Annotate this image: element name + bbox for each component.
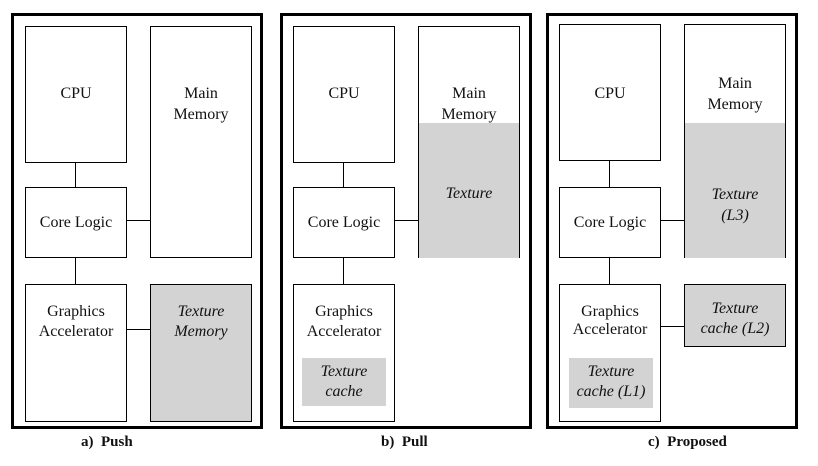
main-memory-box: Main Memory Texture (418, 26, 520, 258)
graphics-accelerator-box: Graphics Accelerator (25, 284, 127, 422)
panel-proposed: CPU Main Memory Texture (L3) Core Logic … (546, 13, 798, 429)
core-logic-label: Core Logic (573, 214, 647, 231)
cpu-core-connector (75, 163, 76, 187)
texture-region: Texture (419, 123, 519, 258)
graphics-label-1: Graphics (581, 303, 639, 320)
texture-cache-l1-label-2: cache (L1) (576, 383, 646, 400)
graphics-l2-connector (661, 326, 684, 327)
cpu-label: CPU (60, 85, 92, 102)
texture-label: Texture (445, 185, 493, 202)
core-logic-box: Core Logic (293, 187, 395, 258)
cpu-label: CPU (328, 85, 360, 102)
core-graphics-connector (75, 258, 76, 284)
texture-cache-l2-box: Texture cache (L2) (684, 284, 786, 347)
graphics-accelerator-box: Graphics Accelerator Texture cache (L1) (559, 284, 661, 422)
main-memory-label-1: Main (184, 85, 218, 102)
main-memory-label-2: Memory (441, 106, 497, 123)
texture-cache-box: Texture cache (302, 358, 386, 406)
texture-cache-l1-label-1: Texture (587, 363, 635, 380)
core-logic-label: Core Logic (307, 214, 381, 231)
core-graphics-connector (609, 258, 610, 284)
graphics-label-1: Graphics (315, 303, 373, 320)
main-memory-label-2: Memory (707, 96, 763, 113)
core-graphics-connector (343, 258, 344, 284)
caption-push: a) Push (81, 434, 133, 450)
texture-l3-label-2: (L3) (721, 207, 749, 224)
graphics-label-2: Accelerator (306, 323, 382, 340)
texture-cache-l2-label-2: cache (L2) (700, 320, 770, 337)
cpu-core-connector (609, 161, 610, 187)
texture-memory-label-2: Memory (174, 323, 228, 340)
panel-push: CPU Main Memory Core Logic Graphics Acce… (11, 13, 263, 429)
main-memory-box: Main Memory Texture (L3) (684, 24, 786, 258)
core-memory-connector (395, 220, 418, 221)
graphics-label-2: Accelerator (572, 321, 648, 338)
core-memory-connector (127, 220, 150, 221)
core-memory-connector (661, 220, 684, 221)
panel-pull: CPU Main Memory Texture Core Logic Graph… (280, 13, 532, 429)
caption-pull: b) Pull (381, 434, 428, 450)
cpu-core-connector (343, 163, 344, 187)
main-memory-label-2: Memory (173, 106, 229, 123)
cpu-box: CPU (559, 24, 661, 161)
texture-cache-label-1: Texture (320, 363, 368, 380)
core-logic-label: Core Logic (39, 214, 113, 231)
graphics-accelerator-box: Graphics Accelerator Texture cache (293, 284, 395, 422)
core-logic-box: Core Logic (559, 187, 661, 258)
texture-l3-region: Texture (L3) (685, 123, 785, 258)
texture-memory-box: Texture Memory (150, 284, 252, 422)
cpu-label: CPU (594, 85, 626, 102)
texture-l3-label-1: Texture (711, 186, 759, 203)
texture-cache-l2-label-1: Texture (711, 300, 759, 317)
cpu-box: CPU (293, 26, 395, 163)
texture-cache-l1-box: Texture cache (L1) (569, 358, 653, 408)
texture-cache-label-2: cache (325, 383, 363, 400)
main-memory-box: Main Memory (150, 26, 252, 258)
texture-memory-label-1: Texture (177, 303, 225, 320)
graphics-label-2: Accelerator (38, 323, 114, 340)
graphics-label-1: Graphics (47, 303, 105, 320)
caption-proposed: c) Proposed (648, 434, 727, 450)
core-logic-box: Core Logic (25, 187, 127, 258)
main-memory-label-1: Main (452, 85, 486, 102)
cpu-box: CPU (25, 26, 127, 163)
main-memory-label-1: Main (718, 75, 752, 92)
graphics-texture-connector (127, 329, 150, 330)
